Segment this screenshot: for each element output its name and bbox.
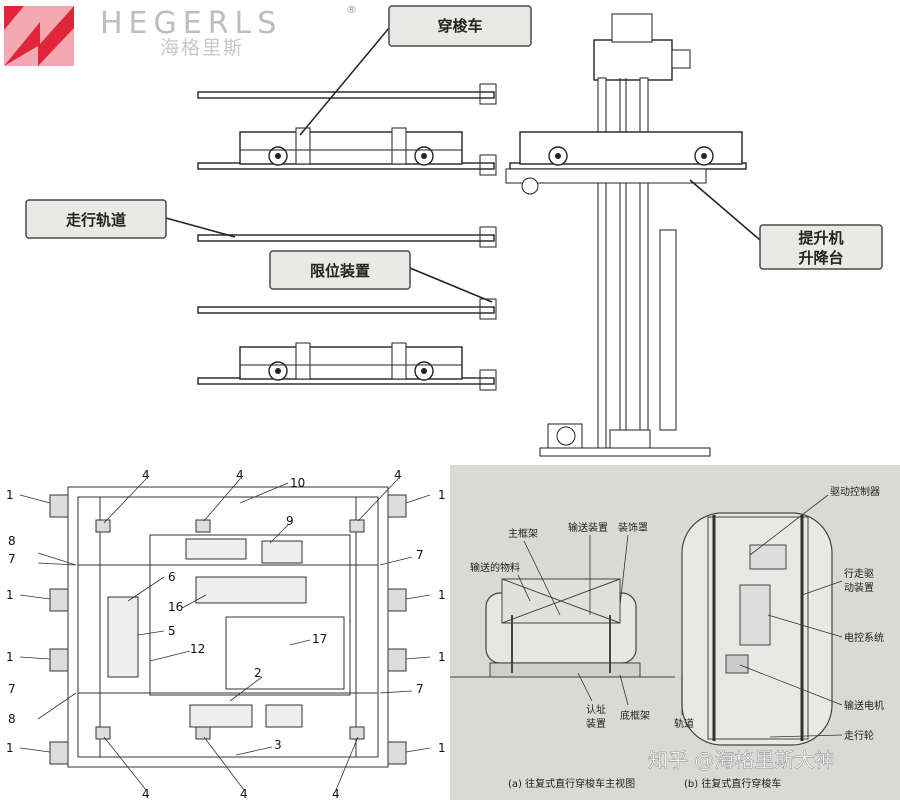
lift-platform [505, 131, 747, 195]
svg-text:3: 3 [274, 738, 282, 752]
scan-leaders [517, 494, 843, 738]
shuttle-car-upper [239, 127, 463, 166]
shuttle-scanned-figure: 主框架 输送装置 装饰罩 输送的物料 认址 装置 底框架 轨道 驱动控制器 行走… [450, 465, 900, 800]
shuttle-lift-overview: HEGERLS ® 海格里斯 [4, 3, 883, 457]
plan-wheels [49, 494, 407, 765]
svg-text:1: 1 [6, 741, 14, 755]
label-rail: 轨道 [674, 717, 694, 730]
shuttle-car-lower [239, 342, 463, 381]
svg-text:12: 12 [190, 642, 205, 656]
svg-text:升降台: 升降台 [798, 249, 843, 267]
scanned-drawing: 主框架 输送装置 装饰罩 输送的物料 认址 装置 底框架 轨道 驱动控制器 行走… [450, 465, 900, 800]
svg-text:1: 1 [438, 488, 446, 502]
lift-mast [539, 13, 711, 457]
caption-a: (a) 往复式直行穿梭车主视图 [508, 777, 635, 790]
label-material: 输送的物料 [470, 561, 520, 574]
svg-text:穿梭车: 穿梭车 [437, 17, 482, 35]
side-view [681, 512, 833, 746]
label-travel-wheel: 走行轮 [844, 729, 874, 742]
plan-leaders [19, 478, 431, 791]
svg-text:4: 4 [332, 787, 340, 800]
label-conveyor: 输送装置 [568, 521, 608, 534]
svg-text:1: 1 [6, 650, 14, 664]
plan-view: 1 1 1 1 1 1 1 1 4 4 4 4 4 4 10 9 8 7 7 8… [6, 468, 446, 800]
brand-name: HEGERLS [100, 6, 282, 41]
svg-text:提升机: 提升机 [798, 229, 843, 247]
svg-text:5: 5 [168, 624, 176, 638]
svg-text:7: 7 [416, 548, 424, 562]
svg-text:8: 8 [8, 712, 16, 726]
shuttle-plan-drawing: 1 1 1 1 1 1 1 1 4 4 4 4 4 4 10 9 8 7 7 8… [0, 465, 450, 800]
svg-text:限位装置: 限位装置 [310, 262, 370, 280]
front-view [450, 578, 675, 678]
svg-text:7: 7 [416, 682, 424, 696]
track-rails [197, 83, 497, 391]
svg-text:7: 7 [8, 552, 16, 566]
svg-text:7: 7 [8, 682, 16, 696]
label-travel-drive-1: 行走驱 [844, 567, 874, 580]
svg-text:4: 4 [142, 468, 150, 482]
svg-text:4: 4 [394, 468, 402, 482]
svg-text:16: 16 [168, 600, 183, 614]
svg-text:6: 6 [168, 570, 176, 584]
svg-text:9: 9 [286, 514, 294, 528]
label-limit-device: 限位装置 [269, 250, 411, 290]
label-shuttle: 穿梭车 [388, 5, 532, 47]
label-recognize-1: 认址 [586, 703, 606, 716]
brand-logo [4, 6, 74, 66]
label-lift-platform: 提升机 升降台 [759, 224, 883, 270]
watermark: 知乎 @海格里斯大神 [648, 748, 834, 772]
svg-text:走行轨道: 走行轨道 [66, 211, 126, 229]
label-drive-controller: 驱动控制器 [830, 485, 880, 498]
label-main-frame: 主框架 [508, 527, 538, 540]
label-track: 走行轨道 [25, 199, 167, 239]
svg-text:17: 17 [312, 632, 327, 646]
label-electric-control: 电控系统 [844, 631, 884, 644]
svg-text:1: 1 [6, 488, 14, 502]
label-cover: 装饰罩 [618, 521, 648, 534]
svg-text:1: 1 [6, 588, 14, 602]
plan-part-numbers: 1 1 1 1 1 1 1 1 4 4 4 4 4 4 10 9 8 7 7 8… [6, 468, 446, 800]
svg-text:2: 2 [254, 666, 262, 680]
label-recognize-2: 装置 [586, 717, 606, 730]
svg-text:8: 8 [8, 534, 16, 548]
label-bottom-frame: 底框架 [620, 709, 650, 722]
label-conveyor-motor: 输送电机 [844, 699, 884, 712]
svg-text:4: 4 [240, 787, 248, 800]
svg-text:1: 1 [438, 650, 446, 664]
label-travel-drive-2: 动装置 [844, 581, 874, 594]
svg-text:10: 10 [290, 476, 305, 490]
brand-registered: ® [346, 3, 357, 16]
svg-text:4: 4 [236, 468, 244, 482]
svg-text:1: 1 [438, 588, 446, 602]
scan-labels: 主框架 输送装置 装饰罩 输送的物料 认址 装置 底框架 轨道 驱动控制器 行走… [470, 485, 884, 790]
callout-leaders [165, 27, 761, 303]
svg-text:1: 1 [438, 741, 446, 755]
brand-name-cn: 海格里斯 [160, 37, 244, 59]
caption-b: (b) 往复式直行穿梭车 [684, 777, 781, 790]
svg-text:4: 4 [142, 787, 150, 800]
overview-drawing: HEGERLS ® 海格里斯 [4, 3, 883, 457]
